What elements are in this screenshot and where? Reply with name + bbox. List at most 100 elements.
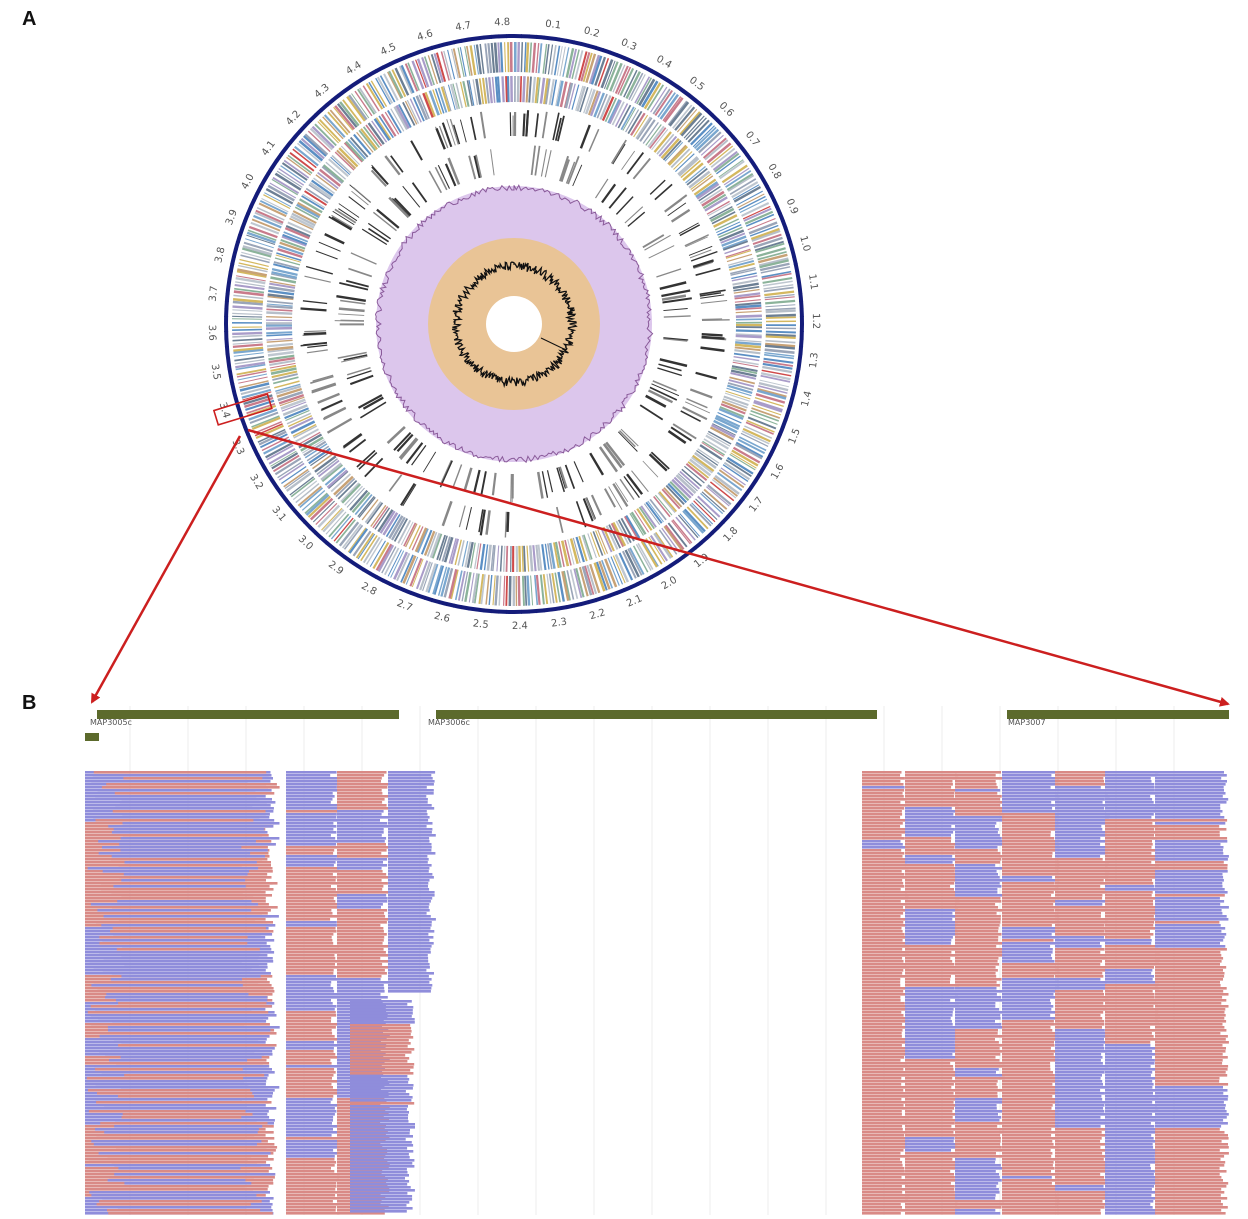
read [862,1164,903,1167]
cds-mark [440,51,450,81]
cds-mark [232,309,263,312]
read [905,846,955,849]
read [862,1092,906,1095]
cds-mark [612,555,626,584]
cds-mark [362,85,380,112]
read [905,867,956,870]
read [1002,798,1060,801]
read [862,822,903,825]
read [1055,1008,1107,1011]
read [862,1098,902,1101]
read [862,1173,910,1176]
tick-mark [780,219,785,222]
cds-mark [731,365,758,372]
tick-mark [778,212,783,215]
read [1105,840,1152,843]
read [905,921,958,924]
read [100,1122,268,1125]
cds-mark [564,82,574,109]
cds-mark [351,491,371,513]
read [1105,828,1155,831]
cds-mark [415,560,429,590]
feature-mark [307,344,328,348]
tick-mark [740,147,745,151]
cds-mark [266,342,294,348]
cds-mark [284,470,310,489]
cds-mark [499,545,503,572]
read [286,1164,335,1167]
cds-mark [575,536,585,563]
read [905,861,953,864]
read [91,984,243,987]
read [955,828,999,831]
tick-mark [230,383,235,385]
read [337,981,390,984]
read [955,810,1003,813]
cds-mark [688,170,711,189]
read [1155,771,1224,774]
read [905,789,958,792]
read [286,1209,336,1212]
read [337,816,390,819]
cds-mark [334,105,356,130]
read [955,933,1002,936]
cds-mark [270,273,297,280]
feature-mark [560,159,570,183]
feature-mark [661,289,691,298]
read [1002,780,1058,783]
cds-mark [714,218,740,231]
tick-mark [288,141,292,145]
cds-mark [671,520,691,545]
read [388,918,436,921]
read [905,876,957,879]
tick-mark [381,578,385,583]
read [1105,987,1159,990]
read [862,1182,909,1185]
read [388,945,432,948]
read [286,1110,337,1113]
read [118,1002,267,1005]
cds-mark [535,574,541,605]
feature-mark [654,183,673,201]
cds-mark [238,376,268,384]
tick-mark [258,185,263,188]
tick-mark [663,567,666,572]
read [1105,1104,1158,1107]
read [1002,819,1058,822]
read [862,942,910,945]
read [350,1066,414,1069]
feature-mark [402,484,417,507]
cds-mark [433,53,444,83]
read [286,774,331,777]
feature-mark [405,442,424,464]
read [96,1101,272,1104]
cds-mark [301,490,326,511]
cds-mark [419,561,432,591]
tick-label: 1.4 [800,390,815,408]
read [286,1194,336,1197]
read [350,1183,408,1186]
read [1105,855,1159,858]
cds-mark [732,361,759,368]
read [1105,1182,1160,1185]
read [350,1087,413,1090]
cds-mark [266,311,293,315]
read [1055,927,1106,930]
cds-mark [615,520,630,545]
read [388,867,430,870]
feature-mark [490,149,495,176]
cds-mark [537,544,543,571]
read [1002,912,1059,915]
read [1105,927,1155,930]
cds-mark [687,119,710,143]
read [1002,927,1056,930]
cds-mark [718,159,744,178]
cds-mark [747,217,776,231]
read [955,798,1001,801]
feature-mark [661,294,687,301]
tick-mark [314,113,318,117]
read [1155,882,1223,885]
tick-mark [468,606,470,611]
tick-mark [795,375,800,378]
tick-mark [230,263,235,265]
